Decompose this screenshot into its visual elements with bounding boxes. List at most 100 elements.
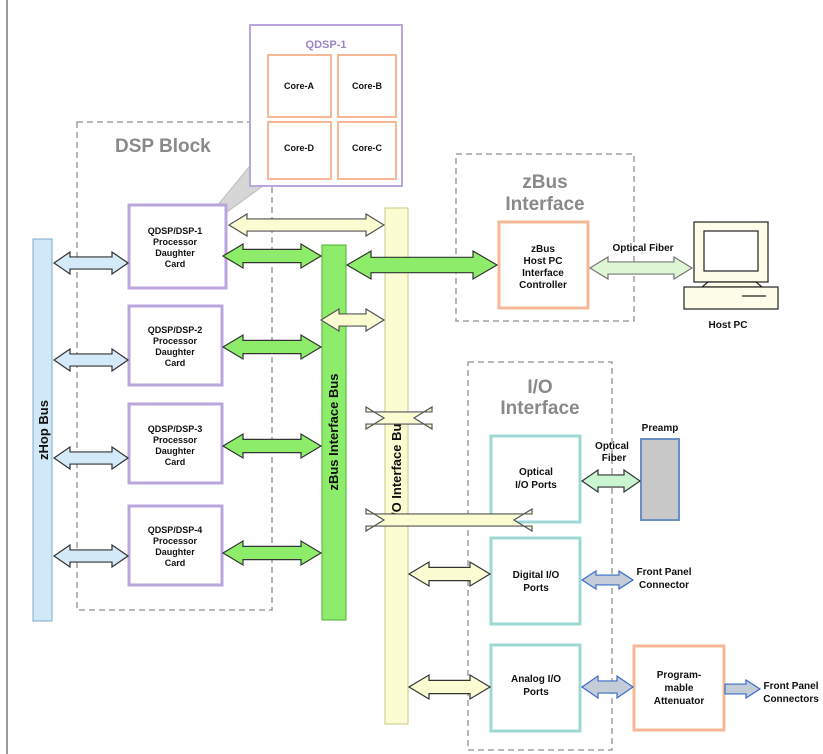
- zbus-interface-bus-label: zBus Interface Bus: [326, 373, 341, 490]
- zbus-interface-frame: [455, 153, 635, 322]
- dsp-card-2-line-3: Daughter: [155, 347, 195, 357]
- io-interface-bus-label: I/O Interface Bus: [389, 416, 404, 519]
- zhop-bus-label: zHop Bus: [36, 400, 51, 460]
- zhop-card-3-arrow: [52, 445, 130, 471]
- host-optical-fiber-arrow: [588, 255, 694, 281]
- zbus-controller-line-1: zBus: [531, 244, 555, 255]
- programmable-attenuator: Program- mable Attenuator: [632, 644, 726, 732]
- dsp-card-3-line-3: Daughter: [155, 446, 195, 456]
- attenuator-line-3: Attenuator: [654, 696, 705, 707]
- front-panel-connector-line-1: Front Panel: [636, 567, 691, 578]
- dsp-card-1-box: [127, 203, 228, 290]
- dsp-card-4-line-3: Daughter: [155, 547, 195, 557]
- dsp-card-4-line-2: Processor: [153, 536, 198, 546]
- card-2-zbus-arrow: [221, 333, 323, 361]
- io-interface-label-1: I/O: [527, 377, 552, 398]
- core-a-box: [267, 54, 332, 118]
- attenuator-line-1: Program-: [657, 670, 701, 681]
- core-c: Core-C: [337, 121, 397, 180]
- digital-front-panel-arrow: [580, 569, 635, 591]
- core-b-label: Core-B: [352, 81, 383, 91]
- zhop-card-4-arrow: [52, 543, 130, 569]
- host-pc-icon: [683, 221, 779, 310]
- optical-fiber-preamp-line-2: Fiber: [602, 453, 627, 464]
- optical-fiber-host-label: Optical Fiber: [612, 243, 673, 254]
- core-d-label: Core-D: [284, 143, 315, 153]
- analog-io-line-1: Analog I/O: [511, 674, 561, 685]
- front-panel-connector-line-2: Connector: [639, 580, 689, 591]
- front-panel-connectors-line-2: Connectors: [763, 694, 819, 705]
- dsp-card-2-line-4: Card: [165, 358, 186, 368]
- zbus-controller: zBus Host PC Interface Controller: [497, 220, 590, 310]
- analog-io-line-2: Ports: [523, 687, 549, 698]
- zbus-interface-label-1: zBus: [522, 172, 567, 193]
- dsp-card-2-box: [127, 304, 224, 387]
- optical-io-ports: Optical I/O Ports: [489, 434, 582, 524]
- core-b-box: [337, 54, 397, 118]
- dsp-card-3-box: [127, 402, 224, 485]
- front-panel-connectors-line-1: Front Panel: [763, 681, 818, 692]
- dsp-card-3-line-1: QDSP/DSP-3: [148, 424, 203, 434]
- analog-io-box: [489, 643, 582, 733]
- monitor-screen: [703, 230, 759, 272]
- host-pc-label: Host PC: [709, 320, 748, 331]
- monitor-stand: [700, 281, 764, 288]
- zbus-controller-line-3: Interface: [522, 268, 564, 279]
- optical-preamp-arrow: [580, 468, 642, 494]
- zbus-interface-bus: [321, 244, 347, 621]
- io-interface-label-2: Interface: [500, 398, 579, 419]
- dsp-card-1-line-4: Card: [165, 259, 186, 269]
- connection-arrows: [52, 212, 762, 701]
- zbus-controller-line-2: Host PC: [524, 256, 563, 267]
- core-a: Core-A: [267, 54, 332, 118]
- dsp-card-1-line-3: Daughter: [155, 248, 195, 258]
- attenuator-line-2: mable: [665, 683, 694, 694]
- preamp-label: Preamp: [642, 423, 679, 434]
- core-d-box: [267, 121, 332, 180]
- io-interface-frame: [467, 361, 613, 751]
- card-3-io-bus-arrow: [365, 405, 433, 431]
- card-1-zbus-arrow: [221, 242, 323, 270]
- digital-io-line-1: Digital I/O: [513, 570, 560, 581]
- dsp-block-label: DSP Block: [115, 136, 211, 157]
- attenuator-box: [632, 644, 726, 732]
- dsp-card-4-line-1: QDSP/DSP-4: [148, 525, 203, 535]
- core-b: Core-B: [337, 54, 397, 118]
- optical-fiber-preamp-line-1: Optical: [595, 441, 629, 452]
- optical-io-box: [489, 434, 582, 524]
- pc-base: [683, 286, 779, 310]
- dsp-card-1: QDSP/DSP-1 Processor Daughter Card: [127, 203, 228, 290]
- card-2-io-bus-arrow: [319, 307, 386, 333]
- dsp-card-3-line-2: Processor: [153, 435, 198, 445]
- dsp-card-3-line-4: Card: [165, 457, 186, 467]
- analog-io-ports: Analog I/O Ports: [489, 643, 582, 733]
- zhop-card-2-arrow: [52, 347, 130, 373]
- digital-io-box: [489, 536, 582, 626]
- zbus-controller-box: [497, 220, 590, 310]
- dsp-card-4-box: [127, 504, 224, 587]
- dsp-card-4: QDSP/DSP-4 Processor Daughter Card: [127, 504, 224, 587]
- dsp-card-2-line-2: Processor: [153, 336, 198, 346]
- digital-io-line-2: Ports: [523, 583, 549, 594]
- card-1-io-bus-arrow: [227, 212, 386, 238]
- core-c-label: Core-C: [352, 143, 383, 153]
- digital-io-ports: Digital I/O Ports: [489, 536, 582, 626]
- io-bus-digital-arrow: [407, 560, 492, 588]
- dsp-card-3: QDSP/DSP-3 Processor Daughter Card: [127, 402, 224, 485]
- dsp-card-2-line-1: QDSP/DSP-2: [148, 325, 203, 335]
- zhop-bus: [32, 238, 53, 622]
- dsp-card-1-line-1: QDSP/DSP-1: [148, 226, 203, 236]
- core-d: Core-D: [267, 121, 332, 180]
- zbus-controller-line-4: Controller: [519, 280, 567, 291]
- preamp-box: [640, 438, 680, 521]
- card-3-zbus-arrow: [221, 432, 323, 460]
- qdsp1-title: QDSP-1: [306, 39, 347, 51]
- io-bus-analog-arrow: [407, 673, 492, 701]
- dsp-card-1-line-2: Processor: [153, 237, 198, 247]
- optical-io-line-2: I/O Ports: [515, 480, 557, 491]
- card-4-zbus-arrow: [221, 539, 323, 567]
- card-4-io-bus-arrow: [365, 507, 533, 533]
- optical-io-line-1: Optical: [519, 467, 553, 478]
- dsp-card-4-line-4: Card: [165, 558, 186, 568]
- attenuator-front-panel-arrow: [724, 678, 762, 700]
